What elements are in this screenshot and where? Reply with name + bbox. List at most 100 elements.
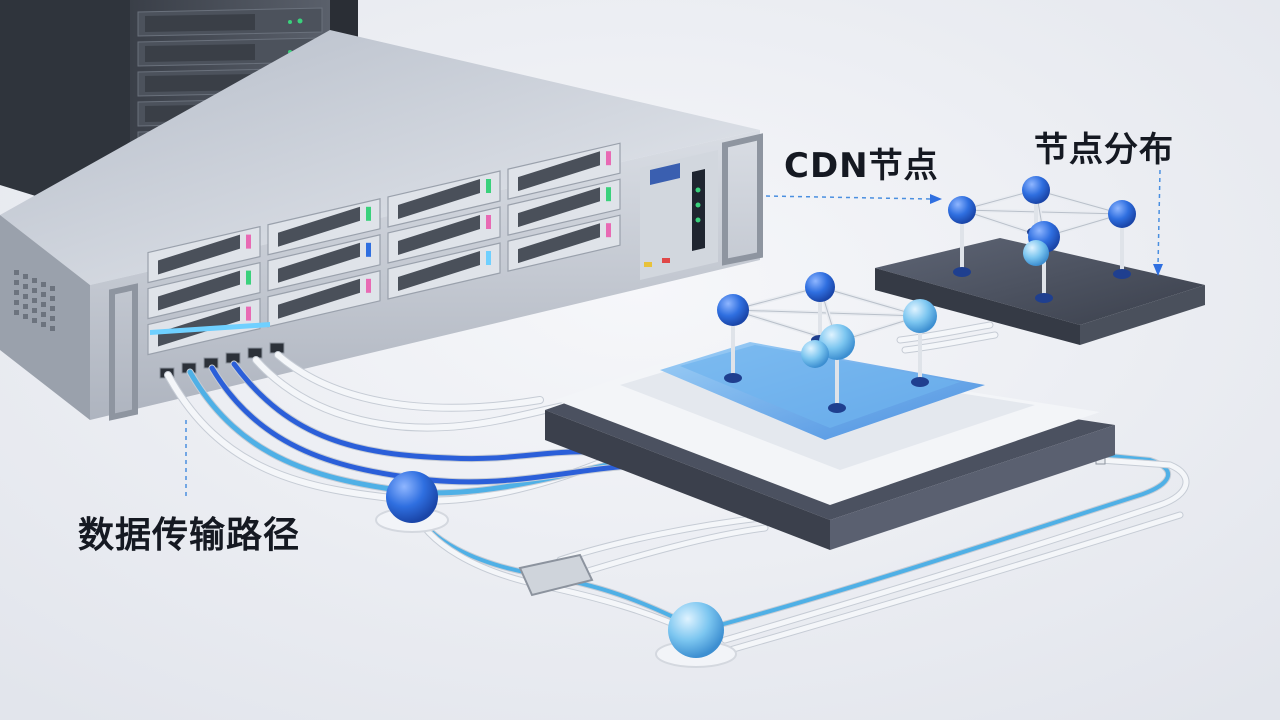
cable bbox=[897, 322, 993, 343]
cable bbox=[557, 515, 763, 563]
sphere-node-icon bbox=[948, 196, 976, 224]
vent-hole bbox=[32, 298, 37, 303]
status-light bbox=[150, 322, 270, 335]
drive-led bbox=[246, 270, 251, 285]
drive-led bbox=[246, 234, 251, 249]
drive-grille bbox=[278, 278, 360, 319]
cable bbox=[572, 525, 768, 578]
lattice-bar-edge bbox=[1035, 189, 1123, 215]
vent-hole bbox=[14, 310, 19, 315]
vent-hole bbox=[23, 304, 28, 309]
connector-icon bbox=[518, 553, 594, 597]
drive-grille bbox=[518, 151, 600, 192]
vent-hole bbox=[41, 302, 46, 307]
drive-led bbox=[606, 223, 611, 238]
drawer-led bbox=[288, 20, 292, 24]
pointer-distribution bbox=[1157, 169, 1161, 267]
sphere-node-icon bbox=[1108, 200, 1136, 228]
drive-led bbox=[606, 187, 611, 202]
cdn-node-label: CDN节点 bbox=[784, 146, 939, 186]
sphere-node-icon bbox=[668, 602, 724, 658]
post-base bbox=[1113, 269, 1131, 279]
lattice-bar-edge bbox=[819, 286, 921, 317]
sphere-node-icon bbox=[801, 340, 829, 368]
vent-hole bbox=[41, 312, 46, 317]
cable bbox=[727, 512, 1183, 653]
vent-hole bbox=[41, 292, 46, 297]
sphere-node-icon bbox=[717, 294, 749, 326]
vent-hole bbox=[50, 316, 55, 321]
drive-grille bbox=[158, 306, 240, 347]
post-base bbox=[953, 267, 971, 277]
drive-grille bbox=[158, 270, 240, 311]
vent-hole bbox=[23, 314, 28, 319]
drive-led bbox=[486, 251, 491, 266]
sphere-node-icon bbox=[805, 272, 835, 302]
vent-hole bbox=[32, 308, 37, 313]
vent-hole bbox=[23, 274, 28, 279]
arrow-head-icon bbox=[1153, 264, 1163, 276]
sphere-node-icon bbox=[1022, 176, 1050, 204]
vent-hole bbox=[50, 296, 55, 301]
drive-grille bbox=[278, 206, 360, 247]
path-node-bottom bbox=[655, 602, 737, 668]
drive-grille bbox=[278, 242, 360, 283]
drive-led bbox=[366, 278, 371, 293]
drive-grille bbox=[518, 223, 600, 264]
drive-led bbox=[606, 151, 611, 166]
control-panel bbox=[640, 150, 718, 280]
drive-led bbox=[366, 206, 371, 221]
drive-led bbox=[246, 306, 251, 321]
post-base bbox=[724, 373, 742, 383]
vent-hole bbox=[23, 294, 28, 299]
vent-hole bbox=[14, 280, 19, 285]
node-lattice-center bbox=[717, 272, 937, 413]
sphere-node-icon bbox=[386, 471, 438, 523]
path-node-left bbox=[375, 471, 449, 533]
post-base bbox=[911, 377, 929, 387]
server-handle-right bbox=[722, 133, 763, 266]
drive-grille bbox=[518, 187, 600, 228]
lattice-bar-edge bbox=[961, 209, 1123, 215]
vent-hole bbox=[14, 270, 19, 275]
vent-hole bbox=[32, 288, 37, 293]
vent-hole bbox=[32, 278, 37, 283]
cable bbox=[902, 332, 998, 353]
cable bbox=[275, 352, 543, 411]
drive-grille bbox=[158, 234, 240, 275]
drawer-vent bbox=[145, 14, 255, 32]
node-distribution-platform bbox=[875, 238, 1205, 345]
drive-led bbox=[486, 179, 491, 194]
drive-led bbox=[486, 215, 491, 230]
cable bbox=[231, 361, 623, 462]
drive-grille bbox=[398, 251, 480, 291]
node-distribution-label: 节点分布 bbox=[1034, 130, 1174, 170]
server-handle-left bbox=[109, 283, 138, 421]
cable bbox=[718, 453, 1171, 627]
drive-grille bbox=[398, 215, 480, 255]
vent-hole bbox=[41, 322, 46, 327]
drive-led bbox=[366, 242, 371, 257]
pointer-lines bbox=[185, 169, 1163, 498]
vent-hole bbox=[23, 284, 28, 289]
arrow-head-icon bbox=[930, 194, 942, 204]
cable bbox=[722, 457, 1189, 643]
drawer-led bbox=[297, 18, 303, 24]
sphere-node-icon bbox=[903, 299, 937, 333]
vent-hole bbox=[41, 282, 46, 287]
pointer-cdn bbox=[765, 195, 931, 200]
sphere-node-icon bbox=[1023, 240, 1049, 266]
drive-grille bbox=[398, 179, 480, 219]
vent-hole bbox=[50, 326, 55, 331]
drawer-vent bbox=[145, 44, 255, 62]
node-lattice-right bbox=[948, 176, 1136, 303]
vent-hole bbox=[50, 306, 55, 311]
post-base bbox=[1035, 293, 1053, 303]
server-unit bbox=[0, 30, 763, 421]
vent-hole bbox=[50, 286, 55, 291]
post-base bbox=[828, 403, 846, 413]
vent-hole bbox=[14, 300, 19, 305]
platform-icon bbox=[545, 342, 1115, 550]
